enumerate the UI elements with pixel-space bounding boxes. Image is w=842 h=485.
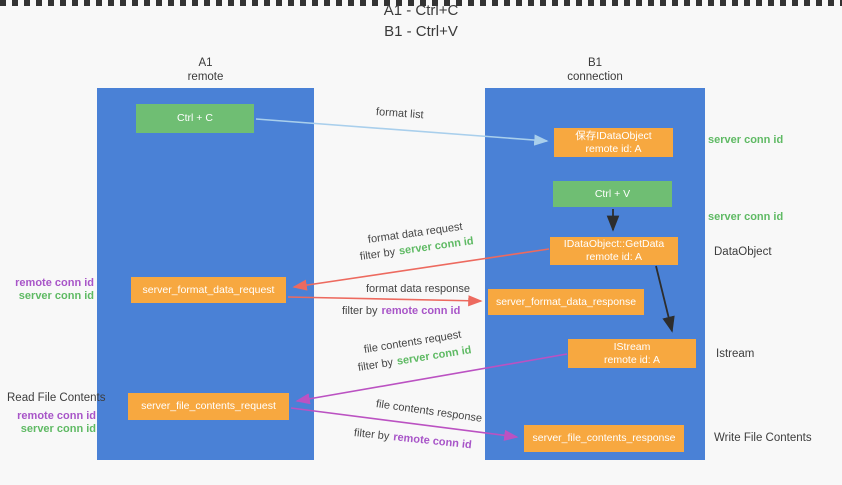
label-server-conn-id-lower: server conn id <box>20 423 96 435</box>
node-ctrl-c: Ctrl + C <box>136 104 254 133</box>
label-server-conn-id-mid: server conn id <box>708 211 784 223</box>
node-server-format-data-request: server_format_data_request <box>131 277 286 303</box>
node-idataobject-getdata-line1: IDataObject::GetData <box>563 238 665 250</box>
filter-by-text: filter by <box>342 305 378 317</box>
node-save-idataobject-line2: remote id: A <box>585 142 642 155</box>
arrow-format-data-response <box>287 295 483 307</box>
label-write-file-contents: Write File Contents <box>714 432 812 444</box>
node-istream-line1: IStream <box>613 340 651 353</box>
node-idataobject-getdata-line2: remote id: A <box>585 251 643 263</box>
conn-id-stack-lower: remote conn id server conn id <box>10 410 96 436</box>
node-server-format-data-request-label: server_format_data_request <box>142 283 275 296</box>
node-ctrl-v: Ctrl + V <box>553 181 672 207</box>
node-ctrl-c-label: Ctrl + C <box>177 112 213 124</box>
remote-conn-id-text: remote conn id <box>392 431 473 452</box>
node-server-file-contents-response: server_file_contents_response <box>524 425 684 452</box>
right-column-role: connection <box>567 71 623 83</box>
label-remote-conn-id-upper: remote conn id <box>15 277 94 289</box>
label-format-list: format list <box>375 106 424 122</box>
title-line-2: B1 - Ctrl+V <box>384 23 458 40</box>
node-idataobject-getdata: IDataObject::GetData remote id: A <box>550 237 678 265</box>
label-dataobject: DataObject <box>714 246 772 258</box>
remote-conn-id-text: remote conn id <box>381 305 461 317</box>
label-format-data-response: format data response <box>366 283 470 295</box>
label-server-conn-id-top: server conn id <box>708 134 784 146</box>
node-istream-line2: remote id: A <box>603 353 661 366</box>
label-remote-conn-id-lower: remote conn id <box>17 410 96 422</box>
node-istream: IStream remote id: A <box>568 339 696 368</box>
label-read-file-contents: Read File Contents <box>7 392 106 404</box>
diagram-title: A1 - Ctrl+C B1 - Ctrl+V <box>0 0 842 42</box>
title-line-1: A1 - Ctrl+C <box>383 2 459 19</box>
label-istream: Istream <box>716 348 755 360</box>
conn-id-stack-upper: remote conn id server conn id <box>8 277 94 303</box>
node-server-format-data-response-label: server_format_data_response <box>495 295 637 308</box>
filter-by-text: filter by <box>353 427 390 443</box>
left-column-role: remote <box>187 71 224 83</box>
filter-by-text: filter by <box>357 356 394 374</box>
right-column-name: B1 <box>587 57 603 69</box>
filter-by-text: filter by <box>359 246 396 263</box>
node-server-file-contents-response-label: server_file_contents_response <box>532 432 676 444</box>
right-column-header: B1 connection <box>485 56 705 84</box>
node-server-file-contents-request-label: server_file_contents_request <box>141 400 276 412</box>
left-column-header: A1 remote <box>97 56 314 84</box>
node-save-idataobject-line1: 保存IDataObject <box>575 129 652 142</box>
node-server-file-contents-request: server_file_contents_request <box>128 393 289 420</box>
label-file-contents-response: file contents response <box>375 398 483 425</box>
node-save-idataobject: 保存IDataObject remote id: A <box>554 128 673 157</box>
left-column-name: A1 <box>198 57 213 69</box>
node-server-format-data-response: server_format_data_response <box>488 289 644 315</box>
node-ctrl-v-label: Ctrl + V <box>594 187 631 200</box>
label-server-conn-id-upper: server conn id <box>18 290 94 302</box>
phase-separator-dotted-line <box>0 0 842 6</box>
